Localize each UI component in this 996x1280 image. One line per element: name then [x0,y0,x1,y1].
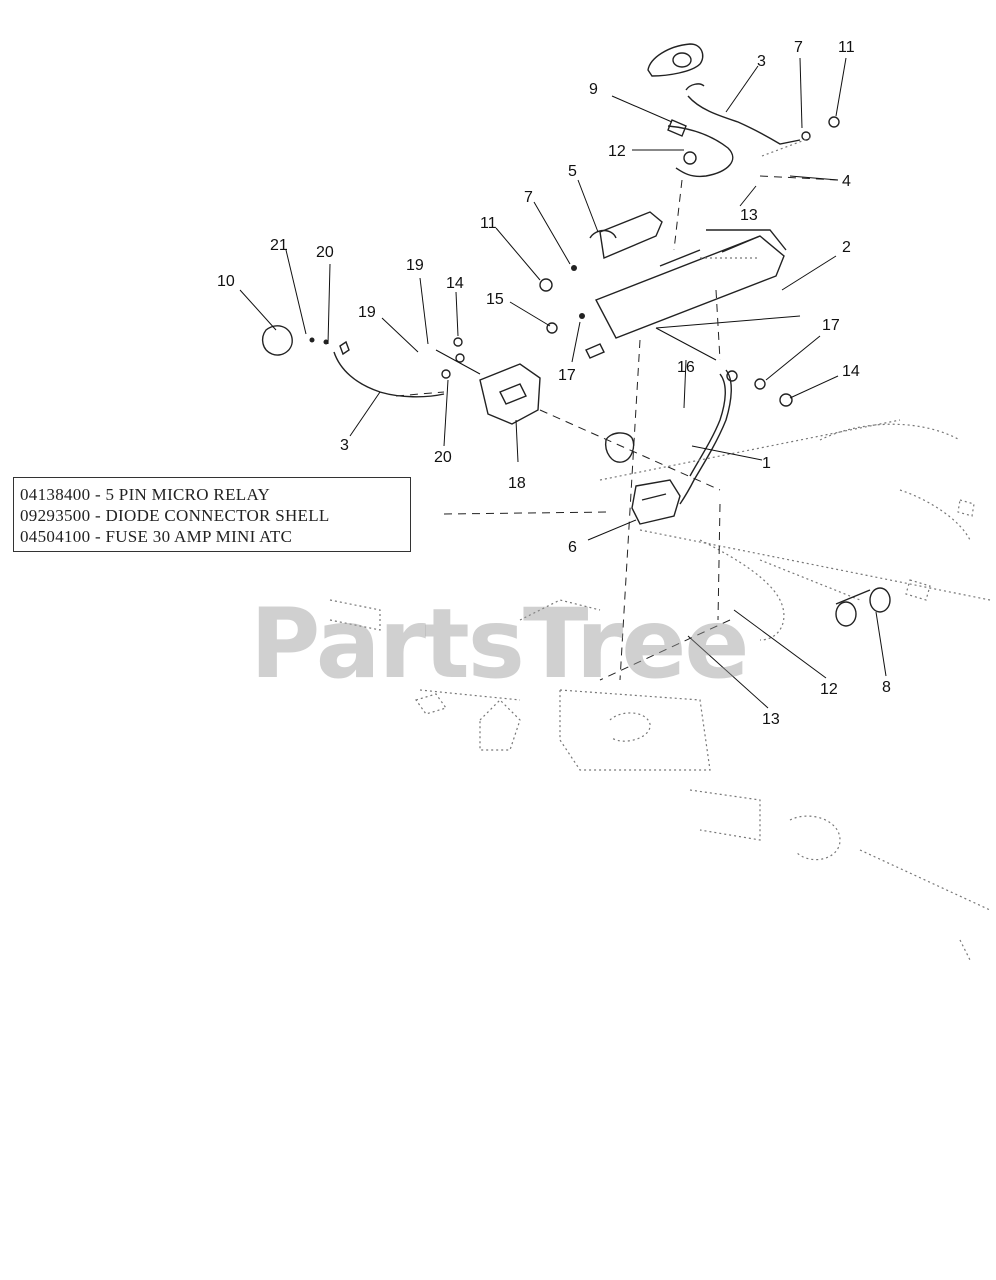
linkage-rod [679,369,793,505]
callout-19-top: 19 [406,257,424,274]
callout-13-bottom: 13 [762,711,780,728]
callout-20-top: 20 [316,244,334,261]
callout-18: 18 [508,475,526,492]
callout-3-top: 3 [757,53,766,70]
callout-6: 6 [568,539,577,556]
lower-frame [329,419,991,961]
callout-7-top: 7 [794,39,803,56]
fasteners-left-row [539,265,605,359]
bushing [835,587,891,627]
callout-7-mid: 7 [524,189,533,206]
mounting-bracket [589,211,787,339]
switch-body [605,432,681,525]
callout-5: 5 [568,163,577,180]
callout-17-right: 17 [822,317,840,334]
construction-lines [395,175,839,681]
legend-line-diode: 09293500 - DIODE CONNECTOR SHELL [20,506,330,525]
callout-16: 16 [677,359,695,376]
legend-line-relay: 04138400 - 5 PIN MICRO RELAY [20,485,271,504]
callout-10: 10 [217,273,235,290]
callout-1: 1 [762,455,771,472]
part-number-legend: 04138400 - 5 PIN MICRO RELAY 09293500 - … [13,477,411,552]
callout-2: 2 [842,239,851,256]
callout-21: 21 [270,237,288,254]
callout-3-left: 3 [340,437,349,454]
relay-assembly [435,337,541,425]
legend-line-fuse: 04504100 - FUSE 30 AMP MINI ATC [20,527,293,546]
callout-11-top: 11 [838,39,855,56]
callout-11-mid: 11 [480,215,497,232]
callout-8: 8 [882,679,891,696]
callout-13-top: 13 [740,207,758,224]
leader-lines [239,57,887,709]
callout-15: 15 [486,291,504,308]
plate-outline [655,315,801,361]
callout-4: 4 [842,173,851,190]
callout-20-bottom: 20 [434,449,452,466]
callout-19-left: 19 [358,304,376,321]
handle-grip [647,43,705,91]
connector-left [261,325,445,398]
callout-14-right: 14 [842,363,860,380]
callout-17-left: 17 [558,367,576,384]
callout-12-bottom: 12 [820,681,838,698]
callout-12-top: 12 [608,143,626,160]
callout-9: 9 [589,81,598,98]
wire-harness-upper [667,95,840,178]
callout-14-top: 14 [446,275,464,292]
callout-labels: 7 11 3 9 12 5 4 13 7 11 2 21 20 19 10 14… [217,39,891,728]
